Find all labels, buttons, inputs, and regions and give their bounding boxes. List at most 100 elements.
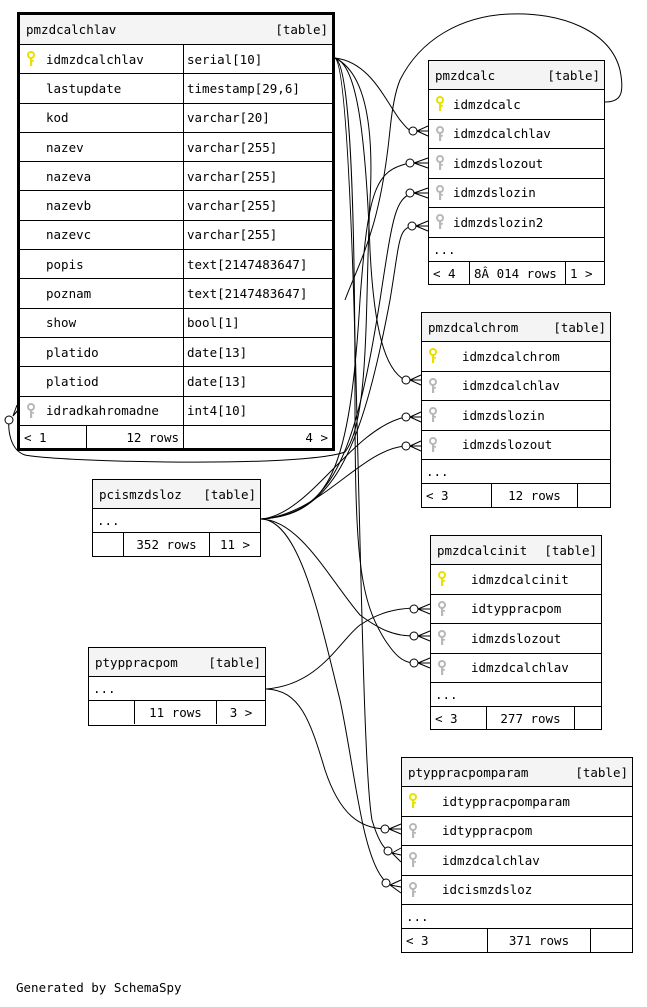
table-header: pmzdcalchlav [table] (20, 15, 332, 45)
column-row[interactable]: idmzdcalc (429, 90, 604, 120)
column-row[interactable]: idmzdslozout (431, 624, 601, 654)
table-header: pmzdcalcinit [table] (431, 536, 601, 565)
foreign-key-icon (437, 630, 449, 646)
parents-link[interactable] (89, 701, 134, 724)
children-link[interactable] (590, 929, 632, 952)
column-type: date[13] (183, 367, 332, 396)
column-cell: nazevc (20, 221, 183, 249)
column-row[interactable]: idmzdcalchlav (402, 846, 632, 876)
table-header: ptyppracpom [table] (89, 648, 265, 677)
column-row[interactable]: idmzdcalchlav (431, 654, 601, 683)
parents-link[interactable]: < 3 (435, 711, 458, 726)
table-footer: < 4 8Â 014 rows 1 > (429, 261, 604, 285)
column-name: idtyppracpom (471, 601, 562, 617)
column-row[interactable]: idtyppracpom (402, 817, 632, 846)
column-name: idmzdslozout (453, 155, 544, 171)
parents-link[interactable]: < 1 (24, 430, 47, 446)
edge-sloz-to-pmzdcalchrom-slozout (260, 445, 406, 520)
more-columns: ... (93, 509, 260, 533)
column-cell: idtyppracpom (402, 817, 532, 846)
table-header: pcismzdsloz [table] (93, 480, 260, 509)
table-footer: 352 rows 11 > (93, 533, 260, 556)
column-type: varchar[20] (183, 103, 332, 132)
children-link[interactable] (577, 484, 610, 507)
column-name: idmzdslozout (462, 437, 553, 453)
table-pmzdcalcinit[interactable]: pmzdcalcinit [table] idmzdcalcinit idtypp… (430, 535, 602, 730)
column-row[interactable]: idmzdslozout (422, 431, 610, 460)
children-link[interactable]: 3 > (216, 701, 265, 724)
column-row[interactable]: idmzdcalchlav (422, 372, 610, 401)
table-name[interactable]: pmzdcalc (435, 67, 496, 83)
column-name: idradkahromadne (46, 403, 159, 419)
generated-by-footer: Generated by SchemaSpy (16, 980, 182, 995)
row-count: 371 rows (487, 929, 590, 952)
column-cell: popis (20, 250, 183, 278)
column-cell: idmzdcalchrom (422, 342, 560, 371)
primary-key-icon (428, 348, 440, 364)
edge-calchlav-to-param (334, 57, 389, 852)
column-row[interactable]: idcismzdsloz (402, 876, 632, 905)
column-type: text[2147483647] (183, 250, 332, 279)
children-link[interactable] (574, 707, 601, 730)
table-name[interactable]: ptyppracpom (95, 654, 178, 670)
row-count: 8Â 014 rows (469, 261, 565, 285)
table-name[interactable]: pmzdcalchrom (428, 319, 519, 335)
column-cell: platido (20, 338, 183, 366)
column-row[interactable]: idmzdslozin2 (429, 208, 604, 238)
row-count: 12 rows (491, 484, 577, 507)
column-cell: lastupdate (20, 74, 183, 102)
column-row[interactable]: idmzdcalchlav (429, 120, 604, 149)
column-type: varchar[255] (183, 191, 332, 220)
children-link[interactable]: 1 > (565, 261, 604, 285)
column-type: serial[10] (183, 45, 332, 74)
table-footer: < 3 277 rows (431, 707, 601, 730)
foreign-key-icon (435, 184, 447, 201)
table-name[interactable]: pmzdcalcinit (437, 542, 528, 558)
table-ptyppracpomparam[interactable]: ptyppracpomparam [table] idtyppracpompar… (401, 757, 633, 953)
column-name: idmzdcalchlav (453, 126, 551, 142)
parents-link[interactable]: < 4 (433, 265, 456, 281)
table-ptyppracpom[interactable]: ptyppracpom [table] ... 11 rows 3 > (88, 647, 266, 726)
column-row[interactable]: idtyppracpomparam (402, 787, 632, 817)
column-row[interactable]: idmzdslozin (422, 401, 610, 431)
table-name[interactable]: pmzdcalchlav (26, 22, 117, 37)
column-row[interactable]: idmzdslozout (429, 149, 604, 179)
column-row[interactable]: idmzdcalchrom (422, 342, 610, 372)
table-pcismzdsloz[interactable]: pcismzdsloz [table] ... 352 rows 11 > (92, 479, 261, 557)
children-link[interactable]: 4 > (183, 425, 332, 450)
column-row[interactable]: idmzdslozin (429, 179, 604, 208)
children-link[interactable]: 11 > (209, 533, 260, 556)
column-name: idcismzdsloz (442, 882, 533, 898)
table-name[interactable]: pcismzdsloz (99, 486, 182, 502)
parents-link[interactable]: < 3 (406, 933, 429, 948)
column-row[interactable]: idmzdcalcinit (431, 565, 601, 595)
parents-link[interactable] (93, 533, 123, 556)
column-name: idmzdslozin2 (453, 214, 544, 230)
column-row[interactable]: idtyppracpom (431, 595, 601, 624)
edge-calchlav-to-pmzdcalchrom (334, 57, 406, 381)
table-name[interactable]: ptyppracpomparam (408, 764, 529, 780)
table-footer: 11 rows 3 > (89, 701, 265, 724)
column-name: idmzdslozin (453, 185, 536, 201)
more-columns: ... (422, 460, 610, 484)
parents-link[interactable]: < 3 (426, 488, 449, 503)
table-footer: < 3 12 rows (422, 484, 610, 507)
column-type: varchar[255] (183, 220, 332, 250)
foreign-key-icon (435, 155, 447, 171)
